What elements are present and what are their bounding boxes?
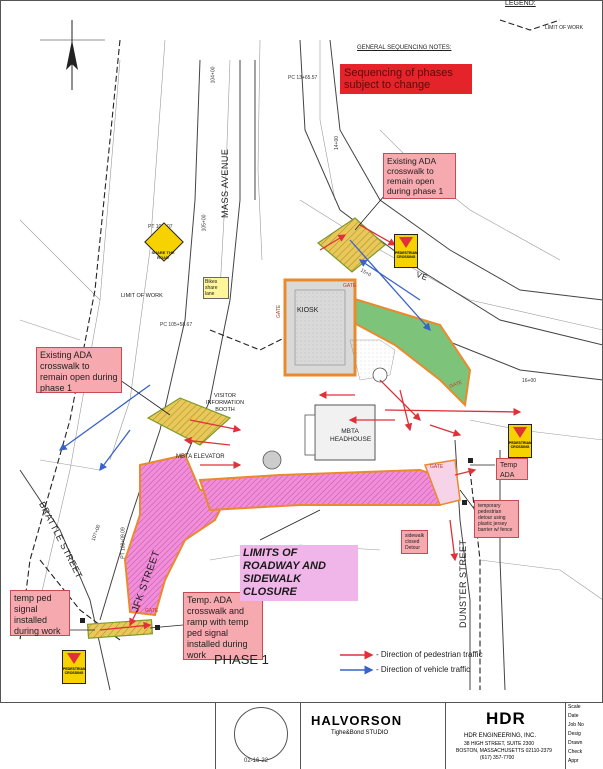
- phase-label: PHASE 1: [214, 652, 269, 667]
- hdr-address-2: BOSTON, MASSACHUSETTS 02110-2379: [456, 748, 552, 754]
- pedestrian-crossing-sign-bottom: PEDESTRIAN CROSSING: [62, 650, 86, 684]
- callout-temp-ada-right: Temp ADA: [496, 458, 528, 480]
- tighe-bond-logo: Tighe&Bond STUDIO: [331, 730, 389, 736]
- halvorson-logo: HALVORSON: [311, 713, 403, 728]
- engineer-seal: [234, 707, 288, 761]
- station-16-00: 16+00: [522, 378, 537, 384]
- limit-of-work-label: LIMIT OF WORK: [121, 293, 163, 299]
- station-14-00: 14+00: [334, 135, 341, 151]
- seal-cell: 02-16-22: [215, 703, 300, 769]
- vehicle-traffic-arrows: [58, 239, 431, 472]
- svg-text:GATE: GATE: [145, 608, 159, 614]
- sheet-info-label-1: Date: [568, 713, 579, 719]
- sheet-info-label-0: Scale: [568, 704, 581, 710]
- svg-text:GATE: GATE: [343, 283, 357, 289]
- callout-existing-ada-top: Existing ADA crosswalk to remain open du…: [383, 153, 456, 199]
- legend-limit-of-work: LIMIT OF WORK: [545, 25, 583, 31]
- svg-text:GATE: GATE: [276, 304, 282, 318]
- visitor-booth-marker: [262, 450, 282, 470]
- ada-crosswalk-left: [146, 397, 232, 446]
- pedestrian-crossing-sign-top: PEDESTRIAN CROSSING: [394, 234, 418, 268]
- callout-temporary-detour: temporary pedestrian detour using plasti…: [474, 500, 519, 538]
- station-pt-108-09: PT 108+09.09: [120, 527, 127, 559]
- callout-leaders: [55, 194, 495, 631]
- ada-crosswalk-top: [317, 217, 386, 273]
- callout-existing-ada-left: Existing ADA crosswalk to remain open du…: [36, 347, 122, 393]
- mbta-elevator-label: MBTA ELEVATOR: [176, 454, 225, 460]
- closure-zone-jfk: [123, 453, 232, 617]
- closure-zone-street: [198, 468, 452, 512]
- legend-heading: LEGEND:: [505, 0, 536, 7]
- ped-signal-markers: [80, 458, 473, 630]
- share-the-road-text: SHARE THE ROAD: [151, 250, 175, 260]
- callout-sidewalk-closed: sidewalk closed Detour: [401, 530, 428, 554]
- station-pc-105-58: PC 105+58.67: [160, 322, 193, 328]
- bikes-share-lane-label: Bikes share lane: [203, 277, 229, 299]
- sheet-info-label-5: Check: [568, 749, 583, 755]
- hdr-logo: HDR: [486, 709, 526, 728]
- hdr-company-name: HDR ENGINEERING, INC.: [464, 733, 537, 739]
- callout-temp-ada-jfk: Temp. ADA crosswalk and ramp with temp p…: [183, 592, 263, 660]
- legend-vehicle-traffic: - Direction of vehicle traffic: [376, 665, 471, 674]
- legend-pedestrian-traffic: - Direction of pedestrian traffic: [376, 650, 483, 659]
- mbta-headhouse-label: MBTA HEADHOUSE: [330, 428, 372, 443]
- hdr-cell: HDR HDR ENGINEERING, INC. 38 HIGH STREET…: [445, 703, 565, 769]
- sheet-info-label-2: Job No: [568, 722, 584, 728]
- sheet-info-label-3: Desig: [568, 731, 581, 737]
- north-arrow-icon: [40, 20, 105, 90]
- sequencing-note: Sequencing of phases subject to change: [340, 64, 472, 94]
- sheet-info-label-6: Appr: [568, 758, 579, 764]
- visitor-booth-label: VISITOR INFORMATION BOOTH: [205, 393, 245, 413]
- callout-temp-ped-signal: temp ped signal installed during work: [10, 590, 70, 636]
- svg-text:GATE: GATE: [430, 464, 444, 470]
- hdr-address-1: 38 HIGH STREET, SUITE 2300: [464, 741, 535, 747]
- sheet-info-cell: Scale Date Job No Desig Drawn Check Appr: [565, 703, 603, 769]
- sheet-info-label-4: Drawn: [568, 740, 583, 746]
- svg-text:GATE: GATE: [449, 379, 464, 389]
- limits-of-closure-label: LIMITS OF ROADWAY AND SIDEWALK CLOSURE: [240, 545, 358, 601]
- pedestrian-traffic-arrows: [99, 224, 522, 631]
- street-label-dunster: DUNSTER STREET: [458, 539, 468, 628]
- gate-markers: GATE GATE GATE GATE GATE: [145, 283, 464, 614]
- station-pc-13-65: PC 13+65.57: [288, 75, 318, 81]
- pedestrian-crossing-sign-right: PEDESTRIAN CROSSING: [508, 424, 532, 458]
- halvorson-cell: HALVORSON Tighe&Bond STUDIO: [300, 703, 445, 769]
- station-105-00: 105+00: [201, 214, 208, 232]
- hdr-phone: (617) 357-7700: [480, 755, 515, 761]
- title-block: 02-16-22 HALVORSON Tighe&Bond STUDIO HDR…: [0, 702, 603, 769]
- general-notes-title: GENERAL SEQUENCING NOTES:: [357, 45, 452, 51]
- legend-arrows: [340, 650, 374, 675]
- station-104-00: 104+00: [210, 66, 217, 84]
- kiosk-label: KIOSK: [297, 307, 319, 314]
- plaza-area: [349, 339, 396, 381]
- seal-date: 02-16-22: [244, 758, 269, 764]
- street-label-mass-ave: MASS AVENUE: [220, 148, 230, 218]
